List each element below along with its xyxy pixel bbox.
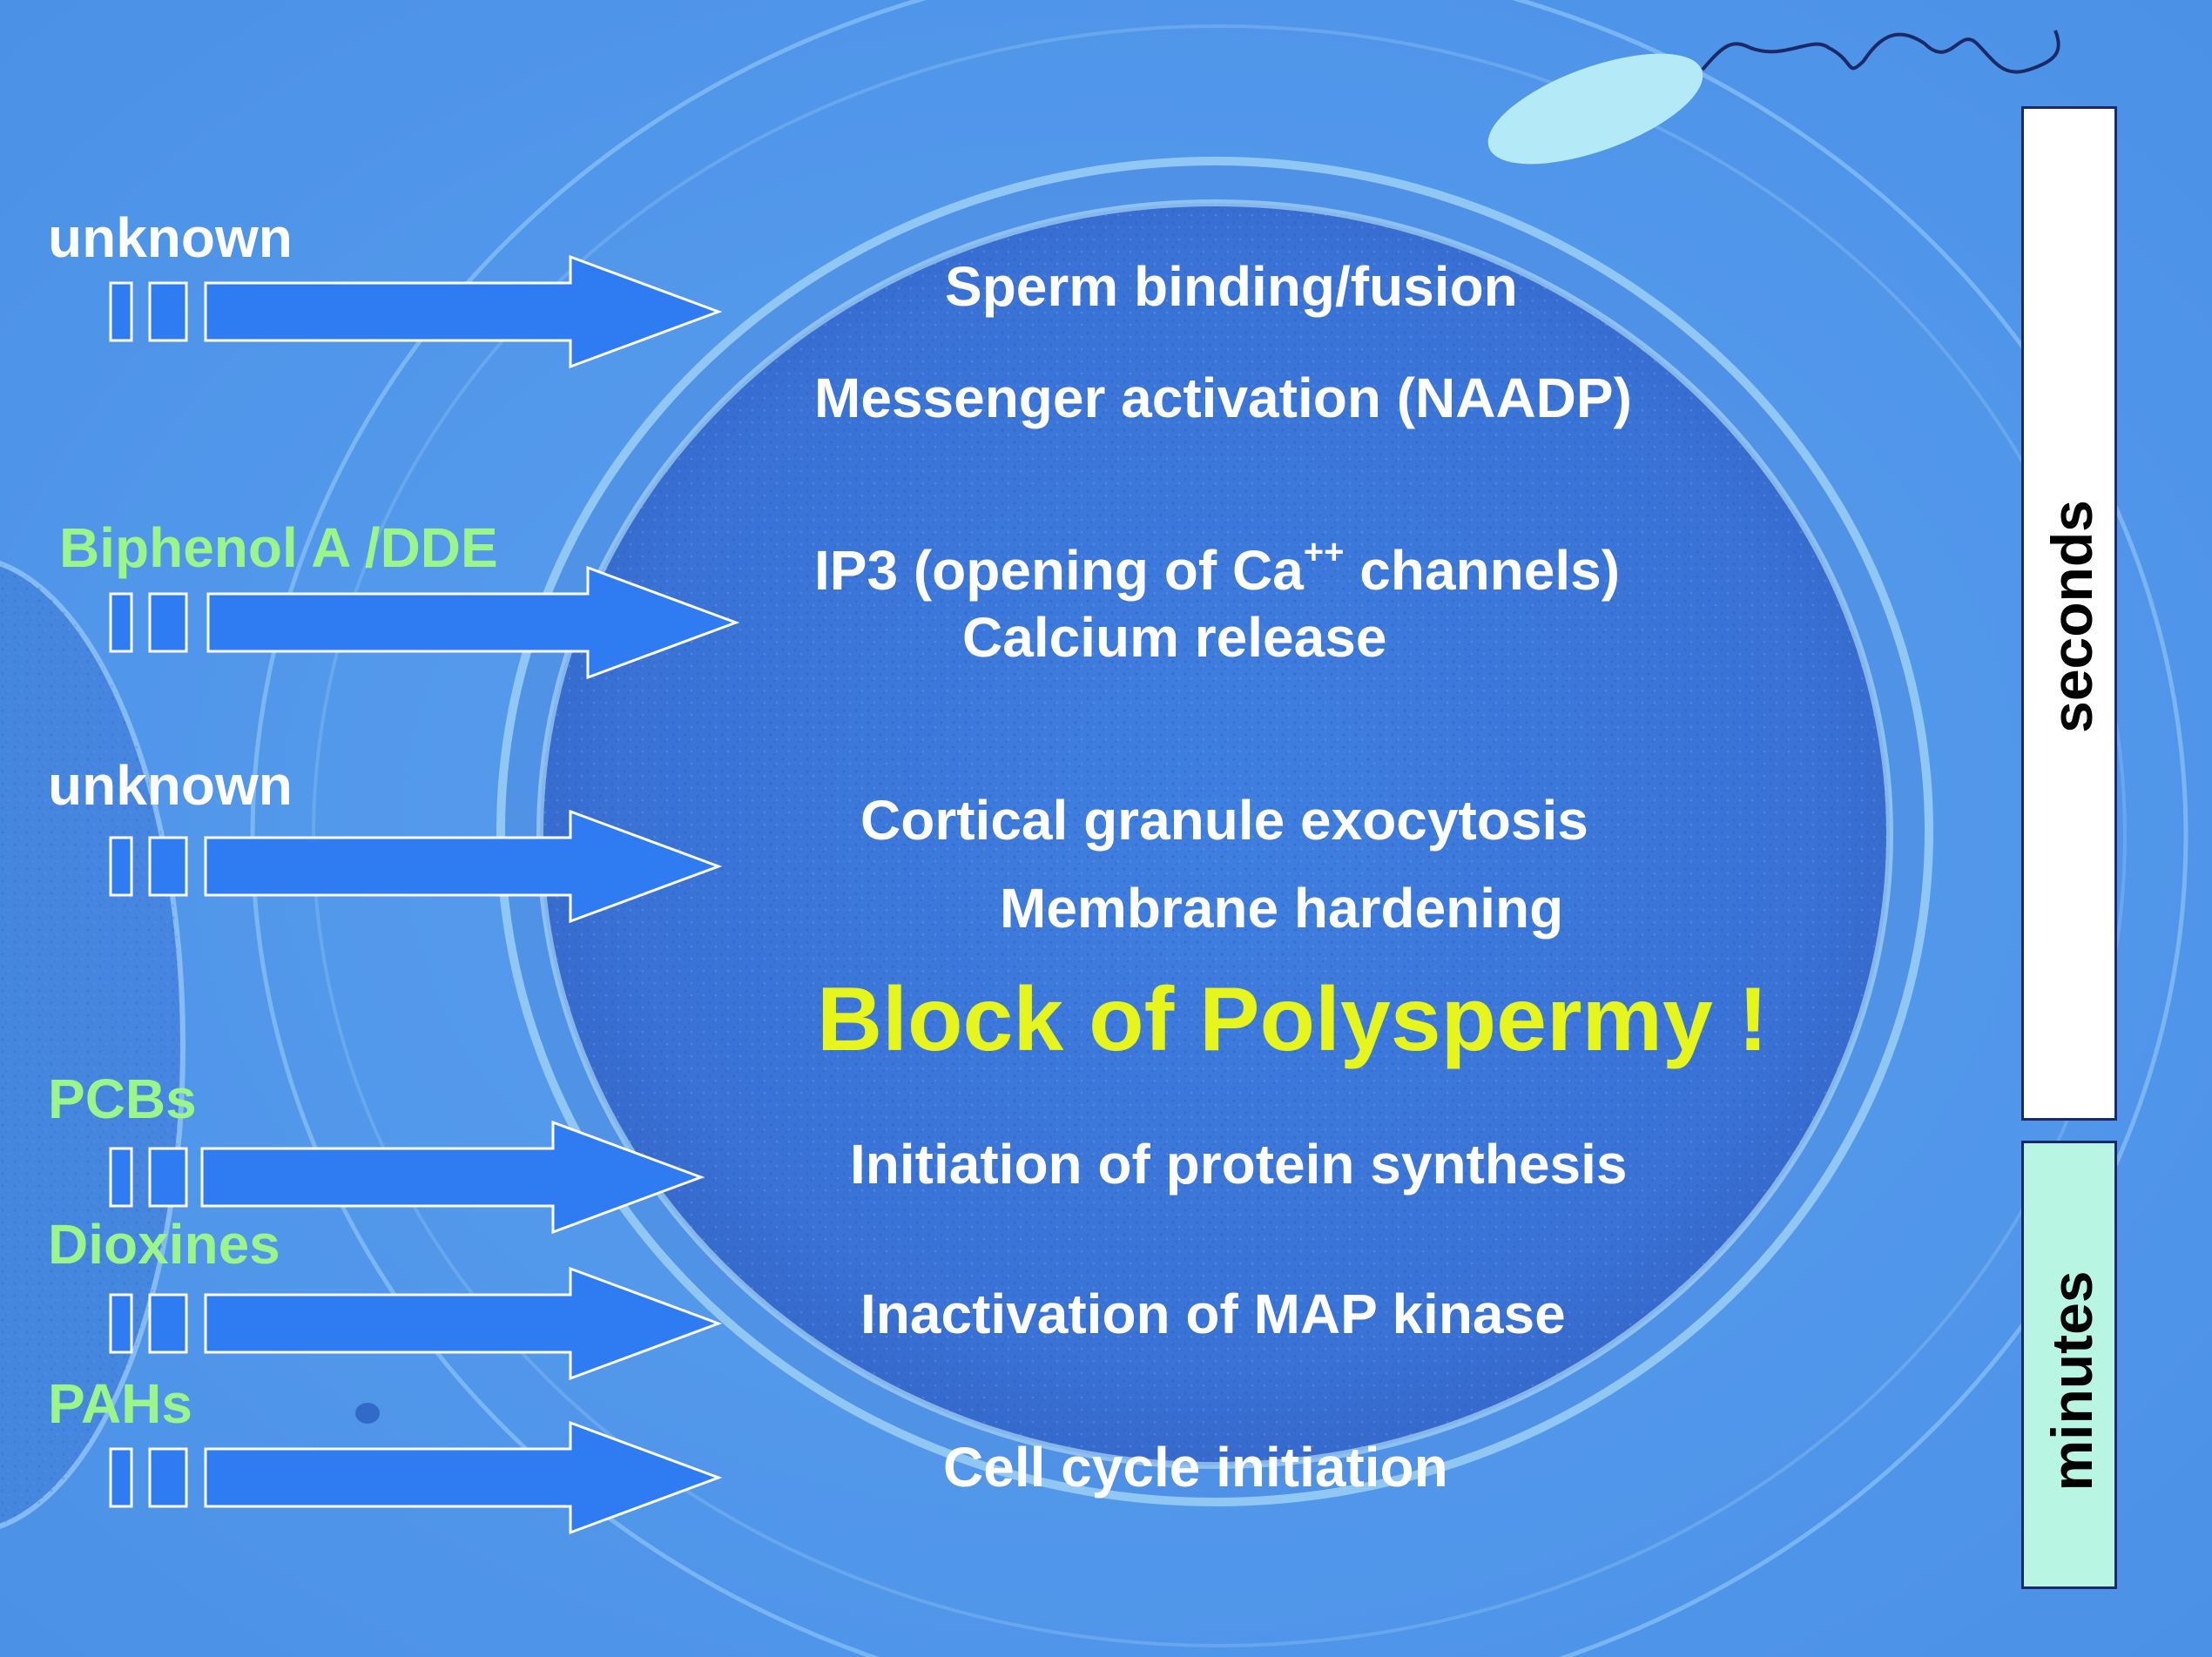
inhibition-arrow: [109, 1266, 723, 1381]
ip3-superscript: ++: [1303, 533, 1345, 571]
event-cortical-granule: Cortical granule exocytosis: [860, 789, 1588, 852]
arrow-shape: [204, 1420, 723, 1535]
sperm-head: [1487, 53, 1703, 165]
inhibition-arrow: [109, 565, 740, 680]
block-of-polyspermy: Block of Polyspermy !: [817, 969, 1769, 1070]
block-marker: [148, 592, 188, 653]
arrow-shape: [206, 565, 740, 680]
block-marker: [109, 1293, 133, 1354]
arrow-shape: [204, 254, 723, 369]
block-marker: [148, 1447, 188, 1508]
minutes-label: minutes: [2040, 1270, 2104, 1492]
arrow-shape: [204, 809, 723, 924]
sperm: [1487, 30, 2060, 165]
block-marker: [109, 1147, 133, 1208]
block-marker: [109, 281, 133, 342]
inhibition-arrow: [109, 1120, 705, 1235]
seconds-label: seconds: [2040, 500, 2104, 733]
arrow-shape: [204, 1266, 723, 1381]
block-marker: [109, 592, 133, 653]
event-membrane-hardening: Membrane hardening: [1000, 877, 1564, 940]
block-marker: [109, 836, 133, 897]
agent-label: Dioxines: [48, 1213, 280, 1276]
outer-ring: [250, 0, 2188, 1657]
block-marker: [148, 1147, 188, 1208]
sperm-tail: [1701, 30, 2060, 74]
event-ip3: IP3 (opening of Ca++ channels): [814, 533, 1620, 603]
event-sperm-binding: Sperm binding/fusion: [945, 255, 1518, 318]
inhibition-arrow: [109, 254, 723, 369]
agent-label: PAHs: [48, 1372, 192, 1435]
seconds-bar: seconds: [2021, 106, 2117, 1121]
inhibition-arrow: [109, 1420, 723, 1535]
ip3-text: IP3 (opening of Ca: [814, 539, 1304, 602]
minutes-bar: minutes: [2021, 1141, 2117, 1589]
event-messenger-activation: Messenger activation (NAADP): [814, 367, 1632, 429]
ip3-text-end: channels): [1344, 539, 1621, 602]
agent-label: unknown: [48, 754, 293, 817]
block-marker: [148, 1293, 188, 1354]
event-cell-cycle: Cell cycle initiation: [943, 1436, 1448, 1499]
block-marker: [109, 1447, 133, 1508]
agent-label: PCBs: [48, 1068, 197, 1130]
event-protein-synthesis: Initiation of protein synthesis: [850, 1133, 1628, 1196]
block-marker: [148, 281, 188, 342]
inhibition-arrow: [109, 809, 723, 924]
agent-label: unknown: [48, 206, 293, 269]
event-map-kinase: Inactivation of MAP kinase: [860, 1283, 1566, 1345]
arrow-shape: [200, 1120, 705, 1235]
agent-label: Biphenol A /DDE: [59, 516, 498, 579]
block-marker: [148, 836, 188, 897]
event-calcium-release: Calcium release: [962, 606, 1387, 669]
